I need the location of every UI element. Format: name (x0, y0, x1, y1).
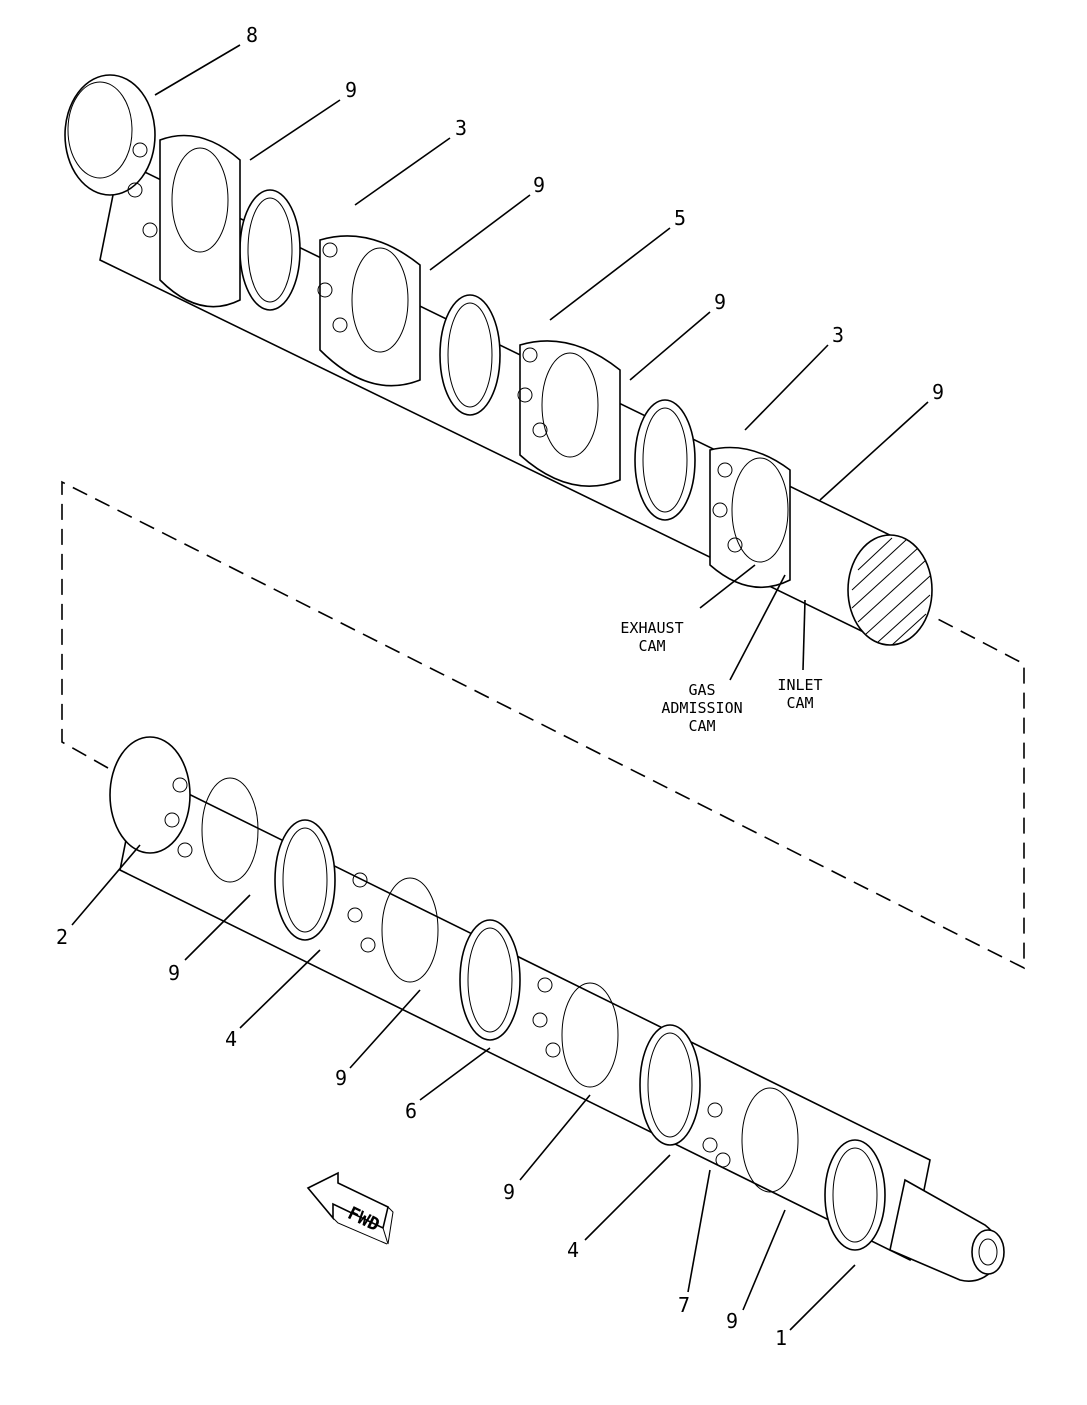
upper-cam-segment-3 (519, 340, 621, 487)
upper-sectioned-end (847, 534, 933, 646)
note-inlet-cam-line1: INLET (777, 676, 822, 694)
upper-cam-segment-2 (319, 235, 421, 387)
callout-8: 8 (246, 23, 258, 47)
upper-journal-3 (634, 399, 696, 521)
callout-3: 3 (455, 116, 467, 140)
callout-labels: 8 9 3 9 5 9 3 9 2 9 4 9 6 9 4 7 9 1 (56, 23, 944, 1350)
note-gas-admission-cam-line2: ADMISSION (661, 699, 742, 717)
note-gas-admission-cam-line1: GAS (688, 681, 715, 699)
callout-9: 9 (345, 78, 357, 102)
section-hatching (851, 537, 931, 646)
lower-shaft-body (119, 768, 931, 1262)
callout-9: 9 (533, 173, 545, 197)
lower-journal-4 (824, 1139, 886, 1251)
callout-4: 4 (567, 1238, 579, 1262)
callout-3: 3 (832, 323, 844, 347)
note-gas-admission-cam-line3: CAM (688, 717, 715, 735)
note-inlet-cam-line2: CAM (786, 694, 813, 712)
lower-end-cap (109, 736, 191, 854)
upper-cam-segment-4 (709, 446, 791, 588)
leader-lines (71, 44, 929, 1331)
callout-9: 9 (932, 380, 944, 404)
upper-journal-1 (239, 189, 301, 311)
callout-9: 9 (726, 1309, 738, 1333)
callout-1: 1 (775, 1326, 787, 1350)
callout-7: 7 (678, 1293, 690, 1317)
upper-cam-segment-1 (159, 134, 241, 308)
arrow-icon (306, 1171, 389, 1230)
lower-journal-3 (639, 1024, 701, 1146)
alignment-dashed-line (61, 480, 1025, 970)
upper-camshaft-assembly (64, 74, 933, 646)
lower-journal-1 (274, 819, 336, 941)
lower-camshaft-assembly (109, 736, 1005, 1282)
callout-9: 9 (503, 1180, 515, 1204)
lower-journal-2 (459, 919, 521, 1041)
callout-9: 9 (714, 290, 726, 314)
note-exhaust-cam-line2: CAM (638, 637, 665, 655)
note-exhaust-cam-line1: EXHAUST (620, 619, 683, 637)
callout-6: 6 (405, 1099, 417, 1123)
upper-journal-2 (439, 294, 501, 416)
callout-2: 2 (56, 925, 68, 949)
fwd-direction-arrow: FWD (306, 1171, 394, 1245)
callout-9: 9 (335, 1066, 347, 1090)
cam-notes: EXHAUST CAM GAS ADMISSION CAM INLET CAM (620, 619, 822, 735)
callout-4: 4 (225, 1027, 237, 1051)
upper-end-cap (64, 74, 156, 196)
callout-5: 5 (674, 206, 686, 230)
callout-9: 9 (168, 961, 180, 985)
